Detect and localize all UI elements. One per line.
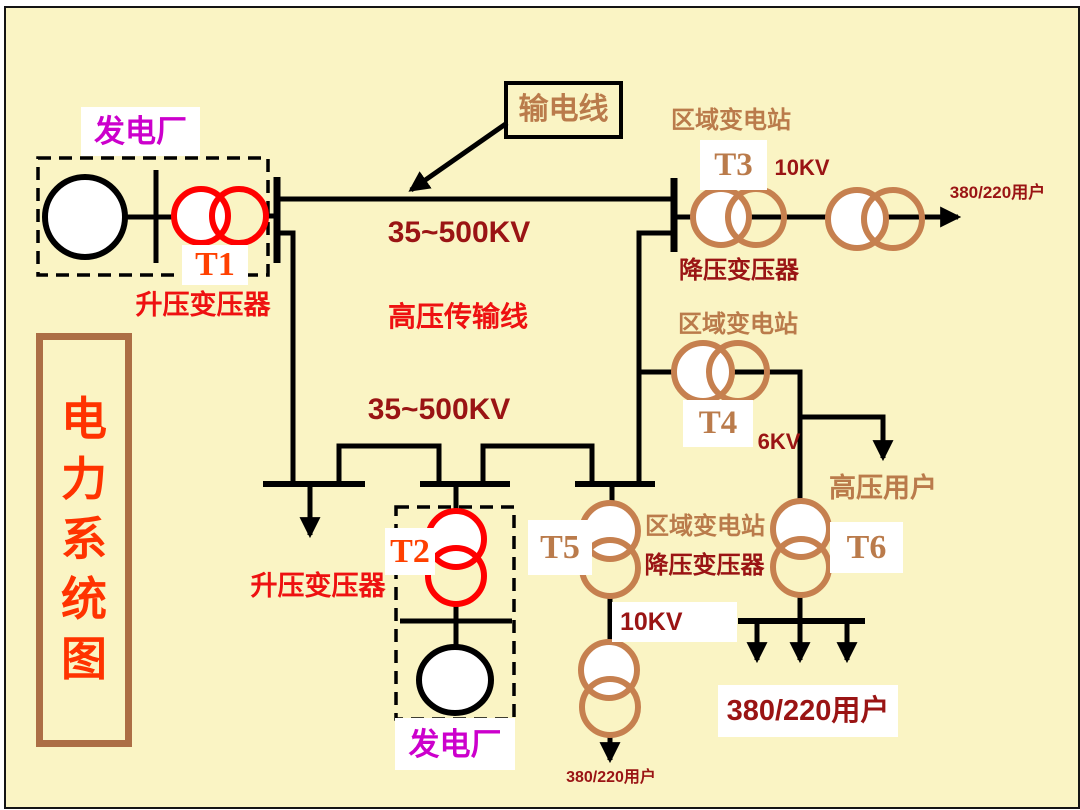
plant1-name-label: 发电厂 (81, 107, 200, 156)
users-t5-label: 380/220用户 (566, 769, 656, 786)
t6-circle-bottom (770, 536, 832, 598)
kv10-t3-label: 10KV (774, 155, 830, 180)
users-t3-label: 380/220用户 (949, 182, 1046, 202)
stepdown-t3-label: 降压变压器 (679, 256, 799, 284)
users-t6-label: 380/220用户 (718, 685, 898, 737)
generator1-circle (42, 174, 128, 260)
bracket-1 (336, 443, 442, 484)
t3-circle-left (690, 186, 752, 248)
t3-label: T3 (700, 140, 767, 190)
kv6-branch-arrow (800, 414, 894, 462)
voltage-main-top-label: 35~500KV (387, 216, 531, 249)
t3b-circle-left (825, 187, 889, 251)
t4-circle-left (671, 340, 735, 404)
kv10-t5-label: 10KV (612, 602, 737, 642)
t3b-circle-right (861, 187, 925, 251)
right-drop-line (636, 230, 674, 484)
plant1-dashed-box (36, 156, 270, 277)
t1-circle-right (209, 186, 269, 246)
substation-t4-name-label: 区域变电站 (678, 310, 798, 338)
left-drop-line (276, 230, 296, 484)
stepup1-label: 升压变压器 (135, 289, 271, 320)
generator2-circle (416, 644, 494, 716)
t6-label: T6 (830, 522, 903, 573)
hv-transmission-label: 高压传输线 (387, 301, 528, 332)
kv6-label: 6KV (757, 429, 801, 454)
substation-t3-name-label: 区域变电站 (671, 107, 791, 134)
t5b-circle-bottom (579, 676, 641, 738)
callout-arrow (408, 120, 509, 193)
t5-label: T5 (528, 520, 592, 575)
diagram-title: 电力系统图 (61, 394, 107, 685)
diagram-title-box: 电力系统图 (36, 333, 132, 747)
bracket-2 (480, 443, 595, 484)
t2-circle-bottom (425, 545, 487, 607)
substation-t5-name-label: 区域变电站 (645, 512, 765, 540)
t1-label: T1 (182, 245, 248, 285)
stepdown-t5-label: 降压变压器 (644, 552, 765, 579)
plant2-name-label: 发电厂 (395, 718, 515, 770)
hv-users-label: 高压用户 (829, 472, 937, 503)
transmission-line-callout: 输电线 (504, 81, 623, 139)
t2-label: T2 (385, 528, 435, 575)
stepup2-label: 升压变压器 (250, 570, 386, 601)
t4-label: T4 (683, 400, 753, 447)
voltage-main-bottom-label: 35~500KV (367, 393, 511, 426)
